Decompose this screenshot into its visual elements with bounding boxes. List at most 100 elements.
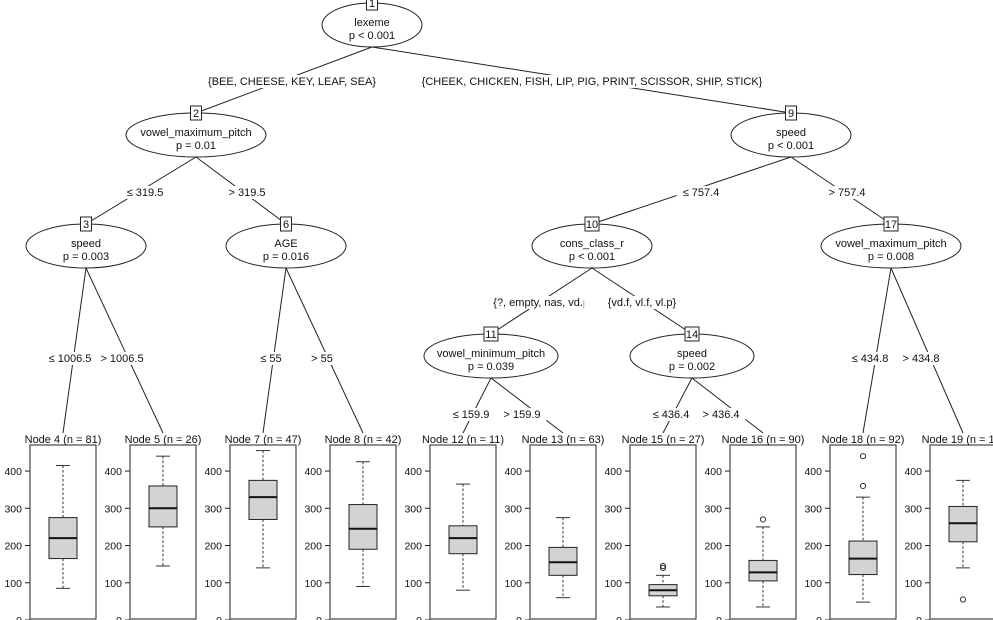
terminal-node-7: Node 7 (n = 47)0100200300400 [204, 434, 301, 620]
edge-label-10-14: {vd.f, vl.f, vl.p} [608, 297, 677, 309]
y-tick-label: 200 [504, 541, 522, 553]
y-tick-label: 400 [604, 466, 622, 478]
y-tick-label: 300 [604, 503, 622, 515]
edge-11-12 [462, 377, 492, 434]
y-tick-label: 300 [404, 503, 422, 515]
iqr-box [748, 559, 778, 582]
y-tick-label: 200 [104, 541, 122, 553]
edge-label-bg [120, 186, 170, 199]
node-id: 14 [686, 329, 698, 341]
terminal-node-label: Node 15 (n = 27) [622, 434, 705, 446]
node-id-box [366, 0, 378, 11]
edge-label-bg [255, 352, 287, 365]
terminal-node-5: Node 5 (n = 26)0100200300400 [104, 434, 201, 620]
terminal-node-19: Node 19 (n = 18)0100200300400 [904, 434, 993, 620]
outlier-point [859, 453, 867, 460]
edge-14-16 [691, 377, 764, 434]
edge-label-bg [822, 186, 872, 199]
edge-label-10-11: {?, empty, nas, vd.p} [493, 297, 593, 309]
y-tick-label: 300 [104, 503, 122, 515]
y-tick-label: 300 [4, 503, 22, 515]
terminal-node-label: Node 18 (n = 92) [822, 434, 905, 446]
y-tick-label: 200 [4, 541, 22, 553]
y-tick-label: 100 [904, 578, 922, 590]
terminal-node-label: Node 4 (n = 81) [25, 434, 102, 446]
node-id-box [80, 216, 92, 232]
terminal-node-16: Node 16 (n = 90)0100200300400 [704, 434, 804, 620]
y-tick-label: 100 [404, 578, 422, 590]
edge-label-14-16: > 436.4 [702, 409, 739, 421]
edge-label-bg [200, 75, 384, 88]
y-tick-label: 400 [204, 466, 222, 478]
terminal-node-label: Node 5 (n = 26) [125, 434, 202, 446]
node-variable: speed [71, 238, 101, 250]
edge-label-17-19: > 434.8 [902, 353, 939, 365]
edge-label-bg [222, 186, 272, 199]
edge-label-1-2: {BEE, CHEESE, KEY, LEAF, SEA} [208, 76, 376, 88]
terminal-node-8: Node 8 (n = 42)0100200300400 [304, 434, 401, 620]
y-tick-label: 100 [4, 578, 22, 590]
y-tick-label: 100 [804, 578, 822, 590]
y-tick-label: 300 [704, 503, 722, 515]
node-p-value: p < 0.001 [349, 30, 395, 42]
node-variable: lexeme [354, 17, 389, 29]
edge-17-19 [890, 267, 964, 434]
y-tick-label: 0 [216, 615, 222, 620]
edge-label-bg [94, 352, 150, 365]
edge-label-bg [896, 352, 946, 365]
edge-17-18 [862, 267, 892, 434]
node-variable: vowel_maximum_pitch [140, 127, 251, 139]
node-id: 1 [369, 0, 375, 10]
iqr-box [348, 504, 378, 550]
y-tick-label: 400 [4, 466, 22, 478]
iqr-box [148, 485, 178, 528]
y-tick-label: 400 [704, 466, 722, 478]
edge-label-3-4: ≤ 1006.5 [49, 353, 92, 365]
y-tick-label: 0 [16, 615, 22, 620]
node-variable: cons_class_r [560, 238, 625, 250]
terminal-node-label: Node 19 (n = 18) [922, 434, 993, 446]
inner-node-10: 10 cons_class_rp < 0.001 [531, 216, 653, 269]
iqr-box [448, 525, 478, 555]
node-id-box [280, 216, 292, 232]
y-tick-label: 400 [804, 466, 822, 478]
outlier-point [959, 596, 967, 603]
edge-label-bg [42, 352, 98, 365]
edge-label-bg [475, 296, 611, 309]
y-tick-label: 100 [104, 578, 122, 590]
edge-label-bg [696, 408, 746, 421]
y-tick-label: 0 [916, 615, 922, 620]
terminal-node-label: Node 13 (n = 63) [522, 434, 605, 446]
y-tick-label: 100 [504, 578, 522, 590]
y-tick-label: 0 [416, 615, 422, 620]
edge-label-17-18: ≤ 434.8 [852, 353, 889, 365]
node-id: 3 [83, 219, 89, 231]
node-id: 2 [193, 108, 199, 120]
y-tick-label: 200 [704, 541, 722, 553]
y-tick-label: 400 [404, 466, 422, 478]
node-id-box [483, 326, 499, 342]
node-id: 10 [586, 219, 598, 231]
edge-label-1-9: {CHEEK, CHICKEN, FISH, LIP, PIG, PRINT, … [422, 76, 763, 88]
y-tick-label: 0 [716, 615, 722, 620]
outlier-point [659, 564, 667, 571]
edge-3-4 [62, 267, 87, 434]
y-tick-label: 300 [204, 503, 222, 515]
y-tick-label: 400 [504, 466, 522, 478]
terminal-node-12: Node 12 (n = 11)0100200300400 [404, 434, 504, 620]
y-tick-label: 200 [804, 541, 822, 553]
node-id-box [883, 216, 899, 232]
node-id-box [785, 105, 797, 121]
y-tick-label: 200 [404, 541, 422, 553]
node-p-value: p < 0.001 [569, 251, 615, 263]
y-tick-label: 0 [816, 615, 822, 620]
outlier-point [759, 516, 767, 523]
y-tick-label: 200 [204, 541, 222, 553]
